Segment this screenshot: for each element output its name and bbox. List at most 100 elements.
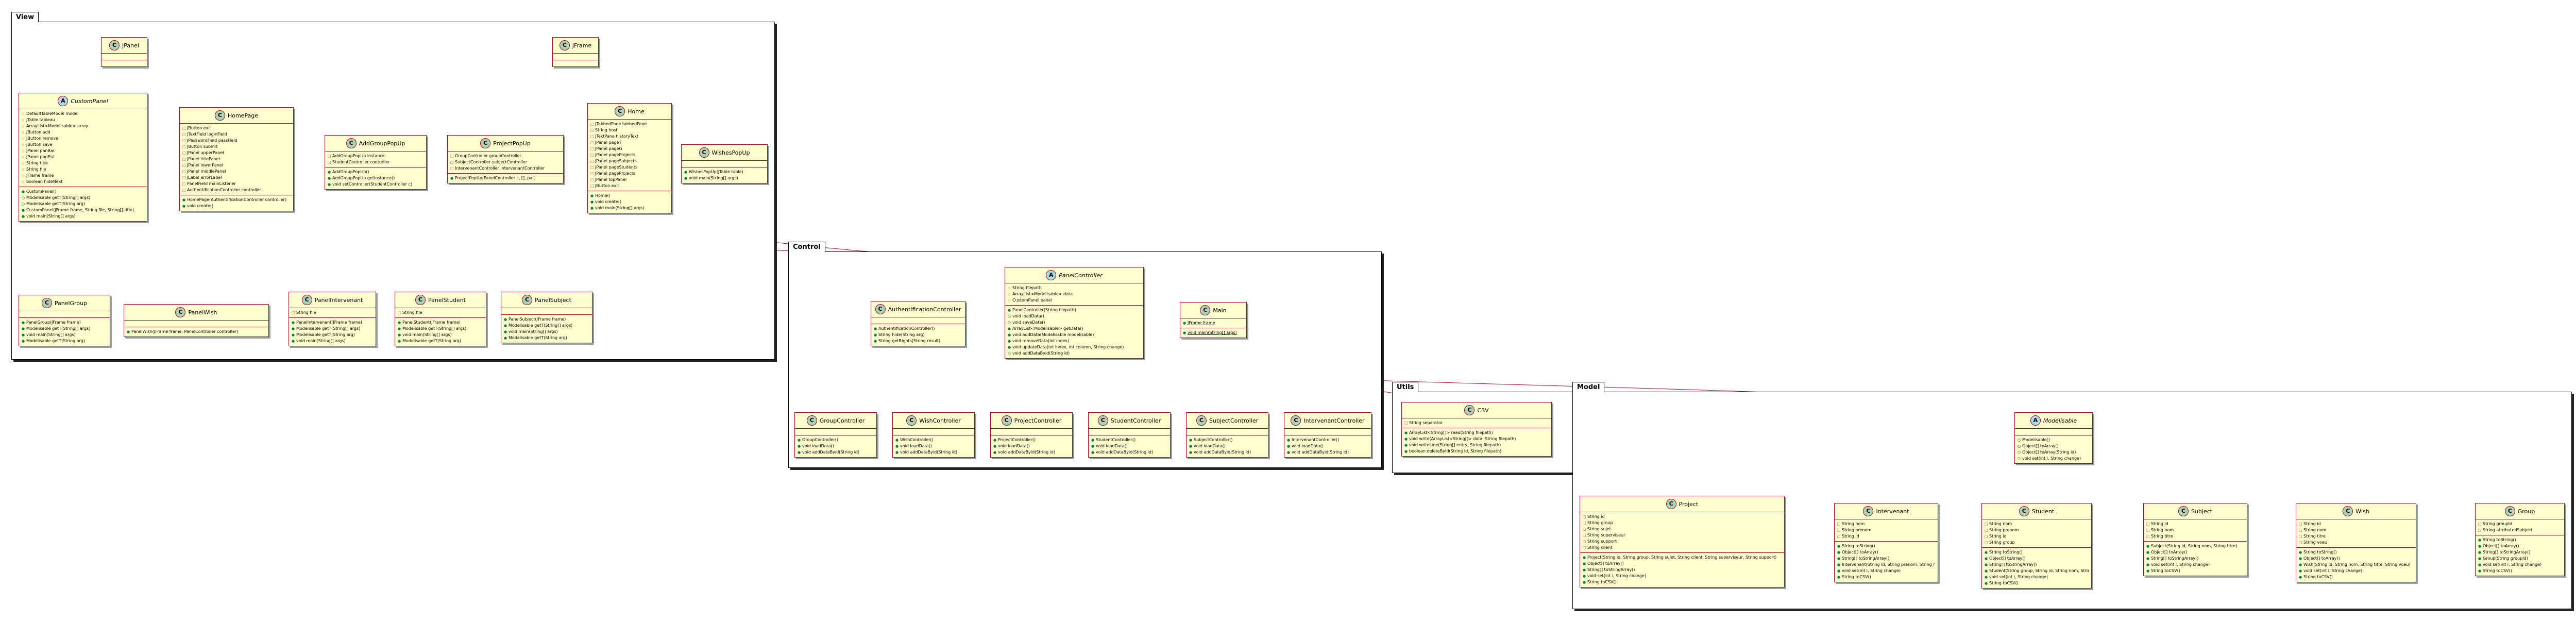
method-text: ProjectPopUp(PanelController c, [], par) bbox=[455, 176, 536, 180]
field-row: □String id bbox=[2146, 521, 2244, 527]
method-text: String toString() bbox=[2303, 550, 2337, 554]
method-text: Modelisable getT(String arg) bbox=[402, 339, 461, 343]
field-row: ◇String file bbox=[22, 166, 144, 173]
method-text: String toString() bbox=[2483, 537, 2516, 542]
class-name: Intervenant bbox=[1876, 508, 1909, 515]
visibility-priv-icon: □ bbox=[182, 132, 186, 137]
field-text: String groupId bbox=[2483, 522, 2513, 526]
class-name: JFrame bbox=[572, 42, 592, 49]
class-icon: C bbox=[522, 295, 533, 305]
fields-section: □AddGroupPopUp instance□StudentControlle… bbox=[325, 152, 426, 167]
class-icon: C bbox=[615, 106, 625, 116]
field-row: □IntervenantController intervenantContro… bbox=[450, 165, 561, 172]
class-name: PanelStudent bbox=[428, 296, 466, 304]
fields-section bbox=[682, 161, 767, 167]
method-text: boolean deleteById(String id, String fil… bbox=[1409, 449, 1502, 453]
method-row: ●AuthentificationController() bbox=[874, 326, 962, 332]
method-row: ●void addDataByid(String id) bbox=[1091, 449, 1167, 456]
field-text: String id bbox=[2303, 522, 2321, 526]
field-row: □GroupController groupController bbox=[450, 153, 561, 159]
method-row: ●IntervenantController() bbox=[1287, 437, 1368, 443]
visibility-prot-icon: ◇ bbox=[22, 137, 25, 141]
visibility-prot-icon: ◇ bbox=[22, 130, 25, 135]
method-row: ○void saveData() bbox=[1008, 320, 1141, 326]
visibility-pub-icon: ● bbox=[874, 339, 877, 343]
method-row: ●String[] toStringArray() bbox=[1985, 562, 2089, 568]
class-name: PanelGroup bbox=[54, 299, 88, 307]
visibility-pub-icon: ● bbox=[1837, 563, 1841, 567]
visibility-pub-icon: ● bbox=[504, 330, 507, 334]
method-text: SubjectController() bbox=[1194, 438, 1233, 442]
visibility-priv-icon: □ bbox=[2299, 541, 2302, 545]
method-text: String[] toStringArray() bbox=[2483, 550, 2531, 554]
method-text: PanelIntervenant(JFrame frame) bbox=[296, 320, 362, 325]
methods-section: ●PanelStudent(JFrame frame)●Modelisable … bbox=[395, 317, 486, 346]
method-text: Student(String group, String id, String … bbox=[1989, 568, 2089, 573]
fields-section bbox=[893, 429, 974, 435]
class-name: PanelSubject bbox=[535, 296, 571, 304]
package-utils-label: Utils bbox=[1392, 382, 1419, 392]
method-text: void set(int i, String change) bbox=[2483, 562, 2542, 567]
method-text: Home() bbox=[595, 193, 611, 198]
methods-section: ●HomePage(AuthentificationController con… bbox=[180, 195, 293, 211]
method-row: ●String toCSV() bbox=[2146, 568, 2244, 574]
method-text: Object[] toArray() bbox=[2151, 550, 2188, 554]
visibility-priv-icon: □ bbox=[182, 151, 186, 155]
visibility-pub-icon: ● bbox=[590, 206, 594, 210]
method-row: ●PanelWish(JFrame frame, PanelController… bbox=[127, 329, 266, 335]
field-text: String prenom bbox=[1989, 528, 2019, 532]
field-row: □String separator bbox=[1404, 420, 1549, 426]
fields-section: □String id□String nom□String titre bbox=[2144, 519, 2247, 541]
field-text: SubjectController subjectController bbox=[455, 160, 528, 164]
visibility-priv-icon: □ bbox=[182, 157, 186, 161]
method-text: WishController() bbox=[900, 438, 934, 442]
class-name: Wish bbox=[2355, 508, 2369, 515]
visibility-pub-icon: ● bbox=[2299, 557, 2302, 561]
method-row: ●PanelGroup(JFrame frame) bbox=[22, 320, 107, 326]
field-text: JFrame frame bbox=[26, 173, 54, 178]
class-name: WishController bbox=[919, 417, 961, 424]
method-row: ●void loadData() bbox=[1287, 443, 1368, 449]
method-row: ●Student(String group, String id, String… bbox=[1985, 568, 2089, 574]
field-text: JButton exit bbox=[595, 183, 619, 188]
field-row: □JButton exit bbox=[590, 183, 669, 189]
field-text: JButton exit bbox=[187, 126, 211, 130]
method-row: ●void set(int i, String change) bbox=[2146, 562, 2244, 568]
class-name: SubjectController bbox=[1209, 417, 1259, 424]
method-row: ●void main(String[] args) bbox=[398, 332, 483, 338]
field-text: String sujet bbox=[1587, 527, 1611, 531]
method-row: ●void addDataByid(String id) bbox=[1287, 449, 1368, 456]
methods-section: ●CustomPanel()○Modelisable getT(String[]… bbox=[19, 187, 147, 221]
methods-section: ●Subject(String id, String nom, String t… bbox=[2144, 541, 2247, 576]
class-icon: C bbox=[1464, 405, 1475, 415]
visibility-prot-icon: ◇ bbox=[22, 118, 25, 122]
visibility-pub-icon: ● bbox=[993, 438, 997, 442]
field-text: String attributedSubject bbox=[2483, 528, 2533, 532]
field-row: □JPanel pageG bbox=[590, 146, 669, 152]
fields-section: □String groupId□String attributedSubject bbox=[2476, 519, 2564, 535]
visibility-prot-icon: ◇ bbox=[22, 174, 25, 178]
method-text: PanelStudent(JFrame frame) bbox=[402, 320, 461, 325]
visibility-prot-icon: ◇ bbox=[22, 167, 25, 172]
field-row: □JPanel pageProjects bbox=[590, 171, 669, 177]
method-row: ●SubjectController() bbox=[1189, 437, 1265, 443]
method-row: ●String toString() bbox=[2478, 537, 2562, 543]
method-row: ●void main(String[] args) bbox=[22, 213, 144, 220]
field-text: DefaultTableModel model bbox=[26, 111, 79, 116]
visibility-pub-icon: ● bbox=[1091, 444, 1095, 448]
method-row: ○void addDataByid(String id) bbox=[1008, 350, 1141, 357]
method-row: ●String hide(String arg) bbox=[874, 332, 962, 338]
method-text: Modelisable getT(String[] args) bbox=[26, 195, 91, 200]
visibility-pub-icon: ● bbox=[1837, 575, 1841, 579]
visibility-pub-icon: ● bbox=[1837, 569, 1841, 573]
